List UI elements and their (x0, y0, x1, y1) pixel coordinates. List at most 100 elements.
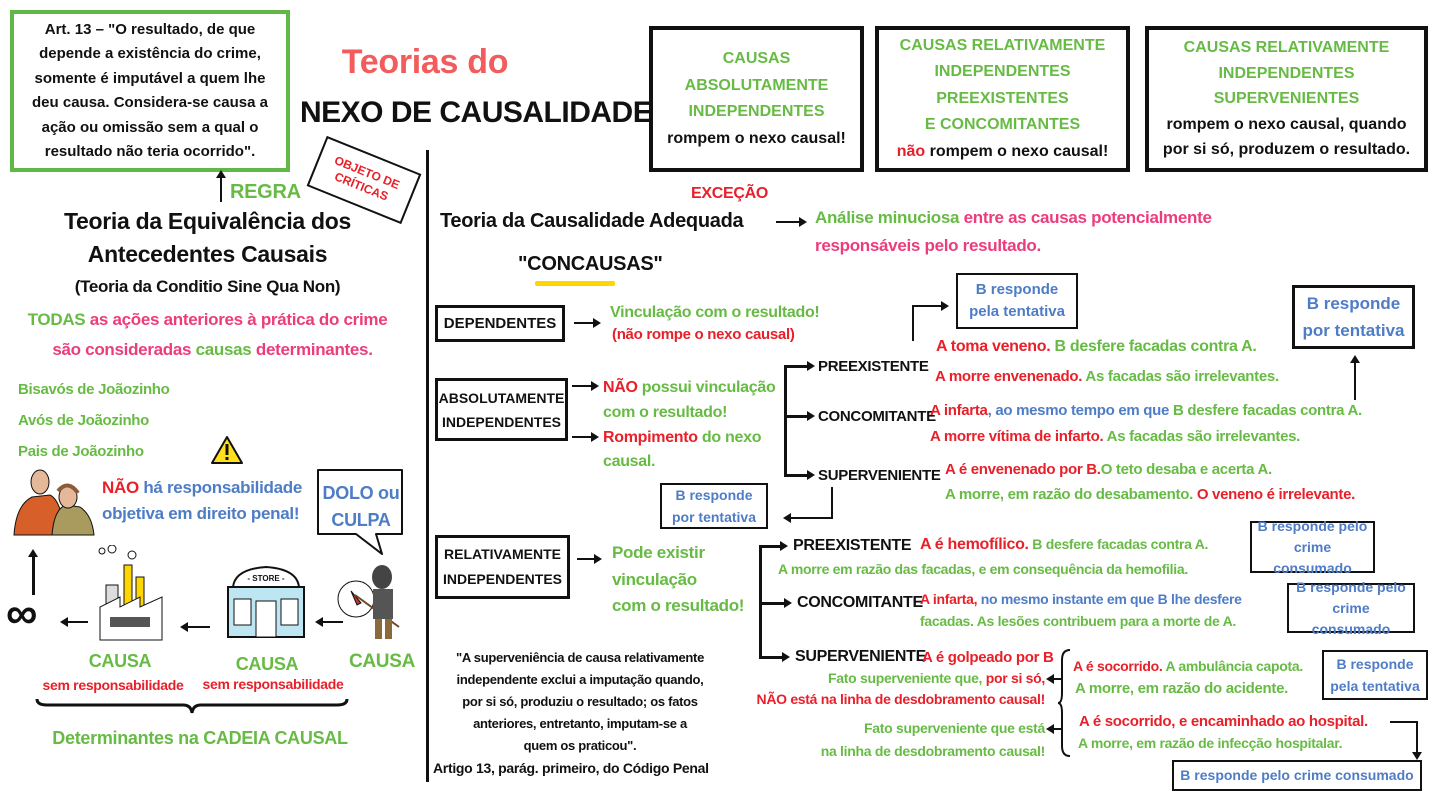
relativamente-text: vinculação (612, 570, 697, 589)
nao-text: NÃO (603, 379, 638, 396)
title-line1: Teorias do (341, 43, 509, 81)
relativamente-text: com o resultado! (612, 596, 745, 615)
abs-concomitante-example: A infarta, ao mesmo tempo em que B desfe… (930, 403, 1362, 418)
divider (426, 150, 429, 782)
arrow-right-icon (780, 541, 788, 551)
absolutamente-text: causal. (603, 453, 656, 470)
box-conclusion: não rompem o nexo causal! (897, 139, 1109, 166)
arrow-left-icon (315, 617, 323, 627)
desc-text: as ações anteriores à prática do crime (85, 310, 388, 329)
desc-text: entre as causas potencialmente (959, 208, 1212, 227)
fato-superveniente-text: Fato superveniente que está (864, 720, 1045, 736)
article-line: depende a existência do crime, (39, 45, 261, 62)
arrow-right-icon (594, 554, 602, 564)
abs-superveniente-example: A é envenenado por B.O teto desaba e ace… (945, 462, 1272, 477)
arrow-left-icon (783, 513, 791, 523)
causa-label: CAUSA (235, 654, 299, 674)
cadeia-causal-label: Determinantes na CADEIA CAUSAL (52, 728, 348, 748)
arrow-right-icon (799, 217, 807, 227)
arrow-up-icon (216, 170, 226, 178)
ancestor-item: Pais de Joãozinho (18, 443, 144, 460)
case-ambulancia: A morre, em razão do acidente. (1075, 680, 1289, 697)
arrow-line (186, 626, 210, 628)
arrow-left-icon (1046, 724, 1054, 734)
branch-line (759, 602, 785, 605)
speech-bubble-icon (317, 469, 403, 555)
result-box: B responde por tentativa (1292, 285, 1415, 349)
result-box: B responde pelo crime consumado (1287, 579, 1415, 637)
text: B desfere facadas contra A. (1169, 402, 1362, 419)
text: A infarta, (920, 591, 978, 607)
box-label: ABSOLUTAMENTE (438, 389, 565, 406)
ancestor-item: Bisavós de Joãozinho (18, 381, 170, 398)
text: B desfere facadas contra A. (1028, 536, 1209, 552)
concausas-underline (535, 281, 615, 286)
box-conclusion: por si só, produzem o resultado. (1162, 141, 1411, 159)
arrow-right-icon (807, 361, 815, 371)
arrow-right-icon (807, 470, 815, 480)
article-line: Art. 13 – "O resultado, de que (44, 20, 256, 38)
box-label: DEPENDENTES (443, 314, 557, 332)
article-line: somente é imputável a quem lhe (34, 69, 266, 87)
text: possui vinculação (637, 379, 776, 396)
equivalencia-desc: são consideradas causas determinantes. (10, 341, 415, 358)
case-hospital: A é socorrido, e encaminhado ao hospital… (1079, 713, 1368, 730)
adequada-desc: responsáveis pelo resultado. (815, 236, 1041, 255)
arrow-down-icon (1412, 752, 1422, 760)
warning-icon (211, 436, 243, 464)
abs-preexistente-example: A morre envenenado. As facadas são irrel… (935, 369, 1279, 384)
brace-icon (1058, 649, 1071, 757)
couple-illustration-icon (13, 469, 95, 536)
article-line: resultado não teria ocorrido". (44, 143, 256, 160)
quote-line: por si só, produziu o resultado; os fato… (462, 694, 698, 709)
article-line: ação ou omissão sem a qual o (41, 118, 259, 136)
causa-label: CAUSA (88, 651, 152, 671)
rel-superveniente-example: A é golpeado por B (922, 649, 1054, 666)
arrow-line (32, 557, 35, 595)
dolo-culpa-text: DOLO ou CULPA (318, 480, 404, 534)
desc-text: são consideradas (52, 340, 196, 359)
box-line: INDEPENDENTES (1218, 64, 1355, 82)
result-box: B responde pelo crime consumado (1172, 760, 1422, 791)
arrow-line (1053, 728, 1063, 730)
box-line: CAUSAS (722, 50, 791, 67)
infinity-icon: ∞ (6, 589, 38, 638)
text: A é envenenado por B. (945, 461, 1101, 478)
arrow-right-icon (807, 411, 815, 421)
warn-text: há responsabilidade (138, 478, 302, 497)
quote-line: "A superveniência de causa relativamente (455, 650, 705, 665)
box-conclusion: rompem o nexo causal! (667, 129, 846, 147)
dependentes-text: Vinculação com o resultado! (610, 304, 820, 321)
connector-line (831, 487, 833, 518)
equivalencia-title: Teoria da Equivalência dos (63, 208, 352, 234)
no-objective-liability-text: NÃO há responsabilidade (102, 479, 302, 496)
ancestor-item: Avós de Joãozinho (18, 412, 150, 429)
connector-line (790, 517, 833, 519)
arrow-up-icon (1350, 355, 1360, 363)
equivalencia-subtitle: (Teoria da Conditio Sine Qua Non) (74, 277, 341, 296)
fato-superveniente-text: na linha de desdobramento causal! (820, 743, 1046, 759)
connector-line (912, 305, 914, 341)
rel-concomitante-example: A infarta, no mesmo instante em que B lh… (920, 592, 1242, 606)
text: do nexo (697, 429, 762, 446)
excecao-label: EXCEÇÃO (691, 185, 769, 202)
text: A ambulância capota. (1162, 658, 1303, 674)
case-ambulancia: A é socorrido. A ambulância capota. (1073, 659, 1303, 673)
result-text: B responde pelo crime consumado (1180, 767, 1414, 784)
causa-label: CAUSA (348, 651, 416, 672)
arrow-line (577, 558, 595, 560)
concausas-heading: "CONCAUSAS" (518, 253, 663, 275)
branch-line (784, 415, 808, 418)
branch-line (759, 656, 783, 659)
box-line: PREEXISTENTES (936, 89, 1069, 107)
dependentes-text: (não rompe o nexo causal) (612, 326, 795, 343)
text: A morre vítima de infarto. (930, 428, 1104, 445)
result-text: B responde por tentativa (1302, 294, 1405, 340)
result-box: B responde por tentativa (660, 483, 768, 529)
fato-superveniente-text: Fato superveniente que, por si só, (760, 671, 1045, 685)
box-conclusion: rompem o nexo causal, quando (1166, 115, 1407, 133)
quote-line: independente exclui a imputação quando, (456, 672, 704, 687)
arrow-right-icon (784, 598, 792, 608)
sem-responsabilidade-label: sem responsabilidade (42, 677, 184, 693)
text: O teto desaba e acerta A. (1100, 461, 1272, 478)
